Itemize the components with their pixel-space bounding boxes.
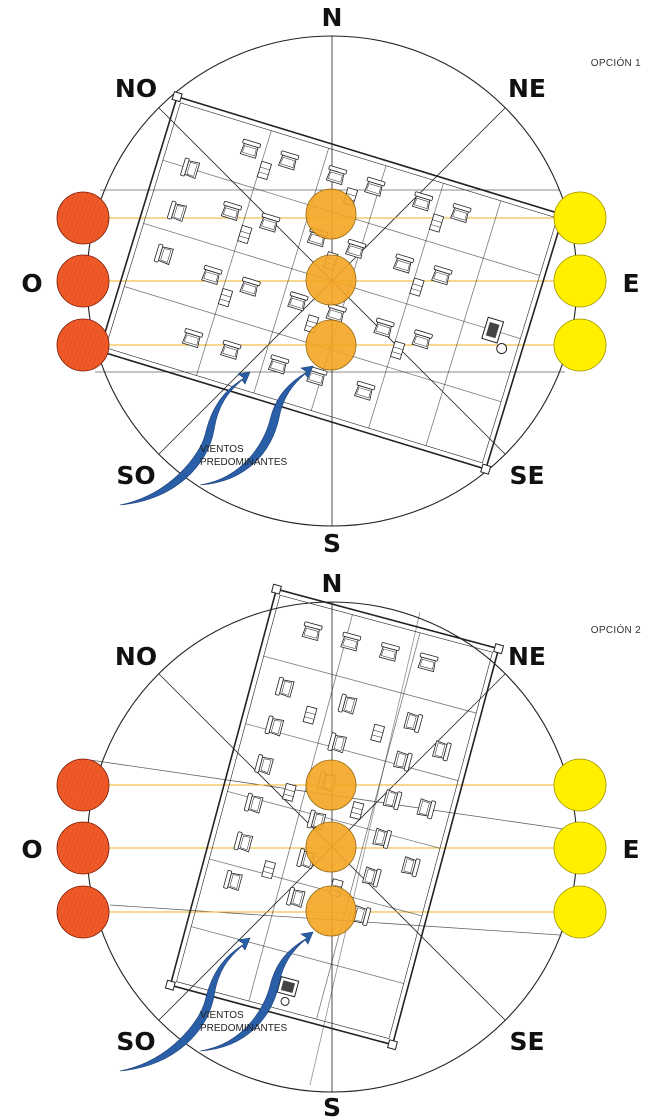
direction-label-n: N <box>322 569 343 598</box>
direction-label-n: N <box>322 3 343 32</box>
wind-arrows <box>119 931 314 1072</box>
direction-label-o: O <box>21 269 42 298</box>
direction-label-s: S <box>323 1093 341 1120</box>
sunrise-suns <box>553 758 607 939</box>
panel-option-1: N NO NE O E SO SE S OPCIÓN 1 VIENTOS PRE… <box>21 3 641 558</box>
direction-label-no: NO <box>115 642 157 671</box>
overhead-sun <box>305 319 357 371</box>
wind-label-line1: VIENTOS <box>200 1010 244 1021</box>
wind-label-line1: VIENTOS <box>200 444 244 455</box>
direction-label-ne: NE <box>508 74 546 103</box>
direction-label-e: E <box>622 835 639 864</box>
direction-label-no: NO <box>115 74 157 103</box>
direction-label-se: SE <box>509 1027 544 1056</box>
direction-label-s: S <box>323 529 341 558</box>
overhead-sun <box>305 821 357 873</box>
classroom-plan <box>164 583 505 1051</box>
option-label: OPCIÓN 1 <box>591 56 641 69</box>
panel-option-2: N NO NE O E SO SE S OPCIÓN 2 VIENTOS PRE… <box>21 569 641 1120</box>
wind-label-line2: PREDOMINANTES <box>200 1023 288 1034</box>
direction-label-so: SO <box>116 1027 155 1056</box>
wind-arrows <box>119 365 314 506</box>
direction-label-se: SE <box>509 461 544 490</box>
direction-label-so: SO <box>116 461 155 490</box>
direction-label-e: E <box>622 269 639 298</box>
direction-label-o: O <box>21 835 42 864</box>
sunset-suns <box>56 758 110 939</box>
sunrise-suns <box>553 191 607 372</box>
overhead-sun <box>305 759 357 811</box>
overhead-sun <box>305 885 357 937</box>
option-label: OPCIÓN 2 <box>591 623 641 636</box>
direction-label-ne: NE <box>508 642 546 671</box>
sunset-suns <box>56 191 110 372</box>
overhead-sun <box>305 254 357 306</box>
overhead-sun <box>305 188 357 240</box>
wind-label-line2: PREDOMINANTES <box>200 457 288 468</box>
